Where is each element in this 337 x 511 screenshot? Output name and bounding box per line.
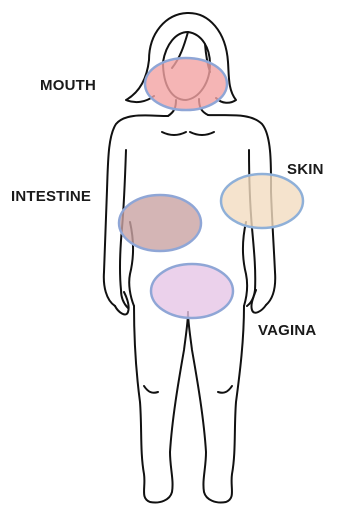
mouth-label: MOUTH — [40, 77, 96, 94]
skin-label: SKIN — [287, 161, 324, 178]
vagina-region — [151, 264, 233, 318]
skin-region — [221, 174, 303, 228]
mouth-region — [145, 58, 227, 110]
intestine-label: INTESTINE — [11, 188, 91, 205]
right-leg-outline — [188, 306, 244, 503]
intestine-region — [119, 195, 201, 251]
left-leg-outline — [134, 306, 188, 503]
vagina-label: VAGINA — [258, 322, 316, 339]
